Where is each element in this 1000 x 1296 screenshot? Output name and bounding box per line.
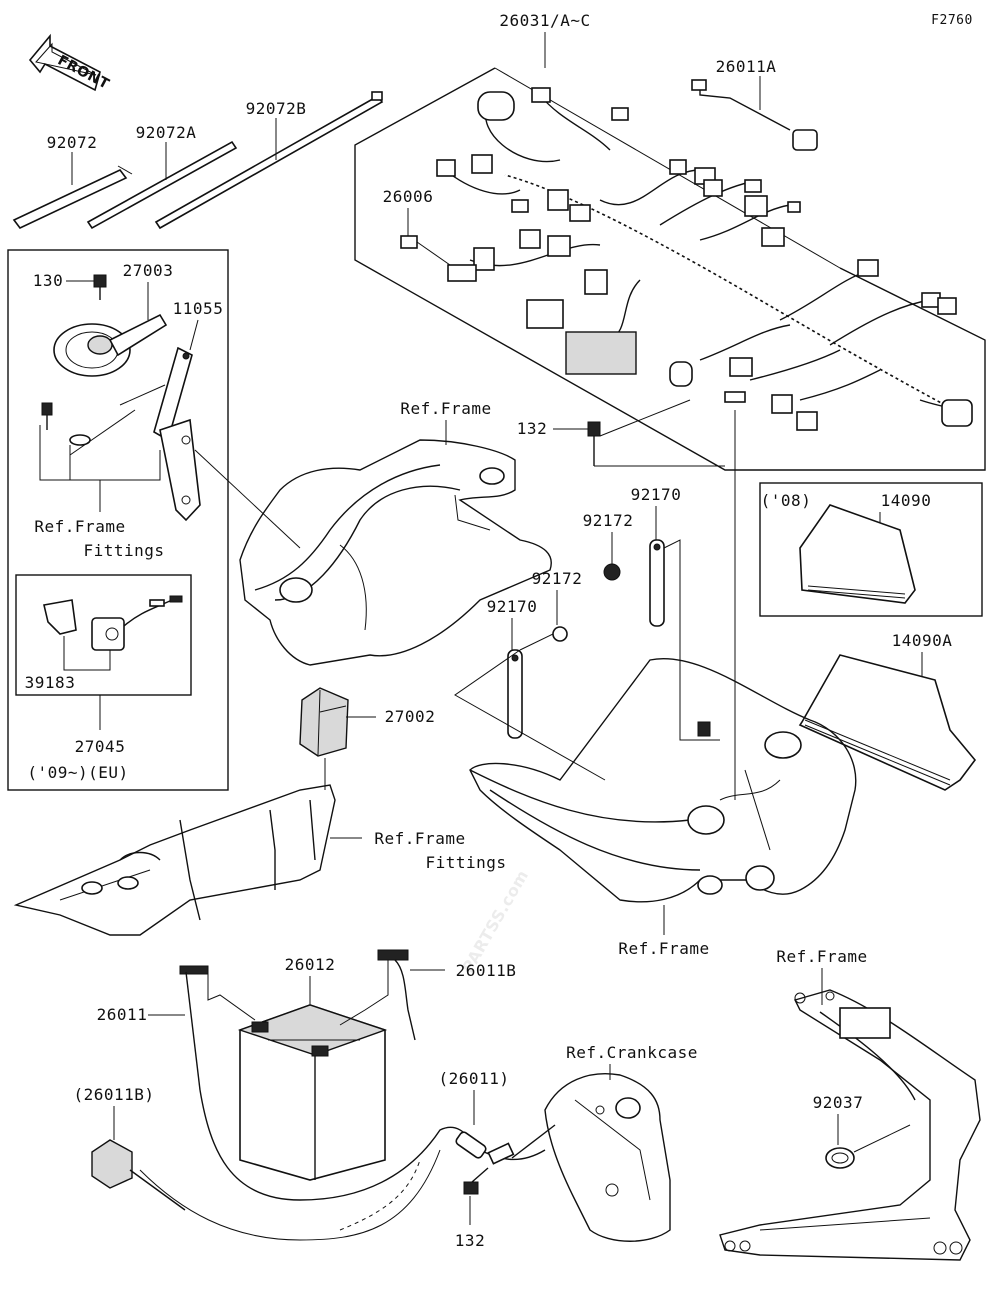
harness-box (354, 32, 986, 471)
label-132-top: 132 (517, 419, 547, 438)
label-39183: 39183 (25, 673, 76, 692)
diagram-id: F2760 (931, 13, 973, 28)
label-26011-paren: (26011) (439, 1069, 510, 1088)
label-92170-b: 92170 (487, 597, 538, 616)
label-92172-a: 92172 (583, 511, 634, 530)
battery-cable (199, 1089, 546, 1201)
label-ref-frame-fittings-1b: Fittings (83, 541, 164, 560)
label-ref-crankcase: Ref.Crankcase (566, 1043, 698, 1062)
label-92072: 92072 (47, 133, 98, 152)
label-130: 130 (33, 271, 63, 290)
eu-switch-box (15, 574, 192, 696)
relay-icon (299, 687, 349, 757)
main-frame (469, 658, 857, 903)
terminal-boot (91, 1139, 186, 1211)
label-ref-frame-right: Ref.Frame (776, 947, 867, 966)
bands (12, 91, 384, 230)
label-harness: 26031/A~C (499, 11, 590, 30)
bracket-92170-b (454, 626, 606, 781)
label-26011B: 26011B (456, 961, 517, 980)
label-26012: 26012 (285, 955, 336, 974)
horn-box (7, 249, 229, 791)
label-92072A: 92072A (136, 123, 197, 142)
watermark: PARTSS.com (458, 866, 532, 976)
label-27003: 27003 (123, 261, 174, 280)
rear-frame (719, 989, 981, 1261)
label-27045: 27045 (75, 737, 126, 756)
lead-26011A (691, 76, 818, 151)
label-92037: 92037 (813, 1093, 864, 1112)
battery-tray (13, 784, 336, 936)
switch-27045 (43, 595, 183, 651)
label-92172-b: 92172 (532, 569, 583, 588)
bolt-132-top (587, 421, 725, 467)
bolt-132-bottom (463, 1167, 489, 1195)
label-cover-year: ('08) (761, 491, 812, 510)
clamp-92037 (825, 1124, 911, 1169)
label-ref-frame-top: Ref.Frame (400, 399, 491, 418)
label-14090A: 14090A (892, 631, 953, 650)
label-92072B: 92072B (246, 99, 307, 118)
label-26011B-paren: (26011B) (73, 1085, 154, 1104)
lead-26011 (179, 965, 256, 1091)
label-ref-frame-fittings-1a: Ref.Frame (34, 517, 125, 536)
battery-icon (237, 1004, 388, 1181)
front-arrow-icon: FRONT (28, 33, 112, 93)
label-27002: 27002 (385, 707, 436, 726)
label-92170-a: 92170 (631, 485, 682, 504)
label-ref-frame-fittings-2a: Ref.Frame (374, 829, 465, 848)
upper-frame (239, 439, 552, 666)
ground-lead (455, 1124, 556, 1165)
label-132-bottom: 132 (455, 1231, 485, 1250)
label-26011: 26011 (97, 1005, 148, 1024)
label-26011A: 26011A (716, 57, 777, 76)
label-11055: 11055 (173, 299, 224, 318)
cover-14090A (798, 654, 977, 791)
watermark-text: PARTSS.com (458, 866, 532, 976)
label-ref-frame-fittings-2b: Fittings (425, 853, 506, 872)
horn-icon (53, 274, 168, 377)
horn-bracket (41, 346, 301, 549)
label-26006: 26006 (383, 187, 434, 206)
cover-14090 (799, 504, 916, 604)
label-14090: 14090 (881, 491, 932, 510)
cover-box (759, 482, 983, 617)
label-ref-frame-mid: Ref.Frame (618, 939, 709, 958)
lead-26011B (339, 949, 416, 1041)
label-eu-note: ('09~)(EU) (27, 763, 128, 782)
bracket-92170-a (603, 539, 720, 741)
crankcase (544, 1073, 671, 1242)
